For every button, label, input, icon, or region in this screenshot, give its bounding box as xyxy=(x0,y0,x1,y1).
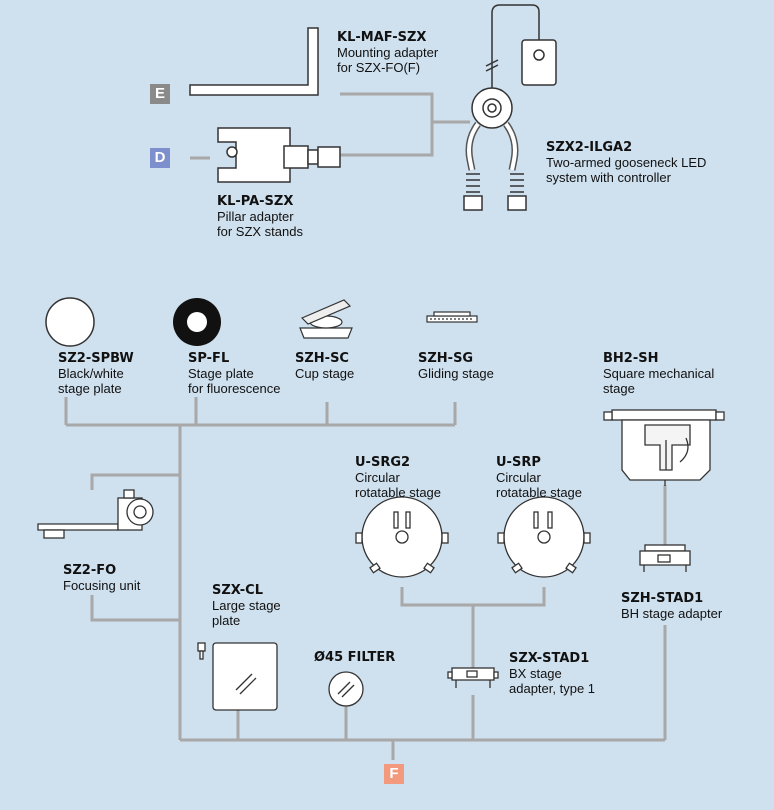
desc-szh-sc: Cup stage xyxy=(295,366,355,381)
label-kl-maf-szx: KL-MAF-SZX Mounting adapter for SZX-FO(F… xyxy=(337,30,438,75)
code-szh-sg: SZH-SG xyxy=(418,351,474,366)
desc-kl-maf-szx: Mounting adapter for SZX-FO(F) xyxy=(337,45,439,75)
fluorescence-plate-hole-icon xyxy=(187,312,207,332)
label-szh-sc: SZH-SC Cup stage xyxy=(295,351,354,381)
code-szx-cl: SZX-CL xyxy=(212,583,263,598)
desc-szh-stad1: BH stage adapter xyxy=(621,606,723,621)
label-szx-stad1: SZX-STAD1 BX stage adapter, type 1 xyxy=(509,651,595,696)
label-sz2-fo: SZ2-FO Focusing unit xyxy=(63,563,140,593)
badge-d: D xyxy=(150,148,170,168)
code-kl-maf-szx: KL-MAF-SZX xyxy=(337,30,427,45)
desc-sp-fl: Stage plate for fluorescence xyxy=(188,366,281,396)
label-sp-fl: SP-FL Stage plate for fluorescence xyxy=(188,351,281,396)
code-u-srg2: U-SRG2 xyxy=(355,455,411,470)
label-filter: Ø45 FILTER xyxy=(314,650,396,665)
badge-e: E xyxy=(150,84,170,104)
code-sz2-spbw: SZ2-SPBW xyxy=(58,351,134,366)
label-u-srg2: U-SRG2 Circular rotatable stage xyxy=(355,455,441,500)
bh-stage-adapter-icon xyxy=(639,544,691,572)
desc-sz2-fo: Focusing unit xyxy=(63,578,141,593)
label-szx2-ilga2: SZX2-ILGA2 Two-armed gooseneck LED syste… xyxy=(546,140,706,185)
desc-u-srg2: Circular rotatable stage xyxy=(355,470,442,500)
code-sz2-fo: SZ2-FO xyxy=(63,563,117,578)
focusing-unit-icon xyxy=(37,489,154,539)
cup-stage-icon xyxy=(299,299,353,339)
bx-stage-adapter-icon xyxy=(447,667,499,688)
mechanical-stage-icon xyxy=(603,409,725,486)
label-szh-sg: SZH-SG Gliding stage xyxy=(418,351,494,381)
code-sp-fl: SP-FL xyxy=(188,351,230,366)
pillar-adapter-icon xyxy=(217,127,341,183)
desc-kl-pa-szx: Pillar adapter for SZX stands xyxy=(217,209,303,239)
white-stage-plate-icon xyxy=(45,297,95,347)
code-u-srp: U-SRP xyxy=(496,455,541,470)
code-szh-sc: SZH-SC xyxy=(295,351,349,366)
gliding-stage-icon xyxy=(426,311,478,323)
label-u-srp: U-SRP Circular rotatable stage xyxy=(496,455,582,500)
label-kl-pa-szx: KL-PA-SZX Pillar adapter for SZX stands xyxy=(217,194,303,239)
desc-u-srp: Circular rotatable stage xyxy=(496,470,583,500)
circular-stage-u-srp-icon xyxy=(497,496,591,578)
label-sz2-spbw: SZ2-SPBW Black/white stage plate xyxy=(58,351,134,396)
code-szx-stad1: SZX-STAD1 xyxy=(509,651,590,666)
desc-szx2-ilga2: Two-armed gooseneck LED system with cont… xyxy=(546,155,707,185)
filter-icon xyxy=(328,671,364,707)
large-stage-plate-icon xyxy=(197,642,278,711)
code-bh2-sh: BH2-SH xyxy=(603,351,659,366)
l-bracket-adapter-icon xyxy=(189,27,319,96)
code-kl-pa-szx: KL-PA-SZX xyxy=(217,194,294,209)
label-bh2-sh: BH2-SH Square mechanical stage xyxy=(603,351,714,396)
circular-stage-u-srg2-icon xyxy=(355,496,449,578)
gooseneck-led-icon xyxy=(463,4,557,211)
badge-f: F xyxy=(384,764,404,784)
desc-sz2-spbw: Black/white stage plate xyxy=(58,366,124,396)
label-szh-stad1: SZH-STAD1 BH stage adapter xyxy=(621,591,722,621)
desc-szx-cl: Large stage plate xyxy=(212,598,281,628)
desc-bh2-sh: Square mechanical stage xyxy=(603,366,715,396)
desc-szx-stad1: BX stage adapter, type 1 xyxy=(509,666,596,696)
label-szx-cl: SZX-CL Large stage plate xyxy=(212,583,281,628)
connection-lines xyxy=(64,92,667,760)
code-szx2-ilga2: SZX2-ILGA2 xyxy=(546,140,633,155)
desc-szh-sg: Gliding stage xyxy=(418,366,494,381)
code-szh-stad1: SZH-STAD1 xyxy=(621,591,704,606)
